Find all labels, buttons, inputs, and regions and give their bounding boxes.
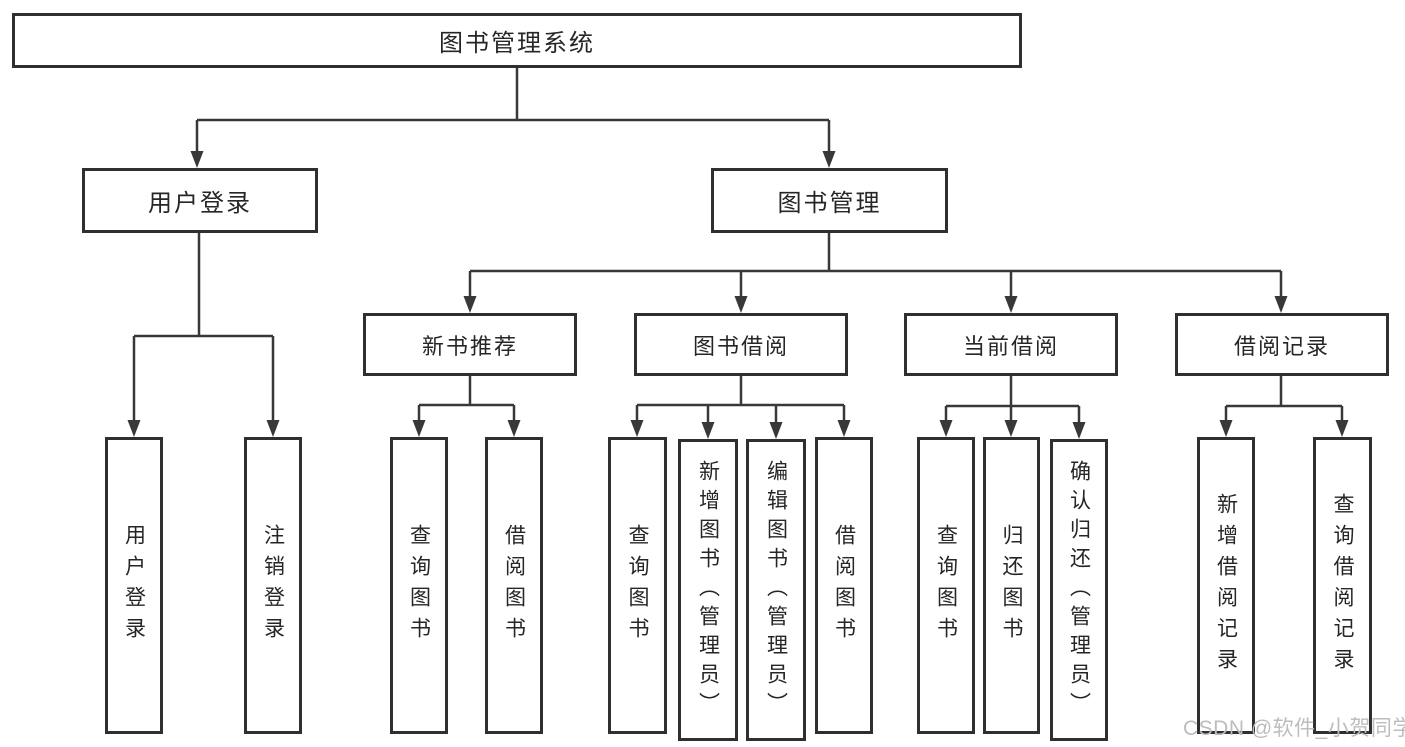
node-user-login: 用户登录 bbox=[82, 168, 318, 233]
arrowhead-down-icon bbox=[630, 420, 644, 437]
leaf-label: 归还图书 bbox=[1000, 523, 1023, 648]
arrowhead-down-icon bbox=[1072, 422, 1086, 439]
leaf-label: 确认归还（管理员） bbox=[1067, 459, 1091, 721]
arrowhead-down-icon bbox=[701, 422, 715, 439]
arrowhead-down-icon bbox=[1219, 420, 1233, 437]
arrowhead-down-icon bbox=[939, 420, 953, 437]
arrowhead-down-icon bbox=[1004, 420, 1018, 437]
node-book-management: 图书管理 bbox=[711, 168, 948, 233]
node-current-borrowing: 当前借阅 bbox=[904, 313, 1118, 376]
leaf-edit-books-admin: 编辑图书（管理员） bbox=[746, 439, 806, 741]
node-library-management-system: 图书管理系统 bbox=[12, 13, 1022, 68]
node-label: 当前借阅 bbox=[962, 333, 1059, 359]
node-label: 图书管理 bbox=[777, 190, 882, 217]
leaf-search-books-recommend: 查询图书 bbox=[390, 437, 448, 734]
leaf-user-login: 用户登录 bbox=[105, 437, 163, 734]
node-label: 图书管理系统 bbox=[439, 30, 595, 57]
leaf-search-borrow-record: 查询借阅记录 bbox=[1313, 437, 1372, 734]
leaf-add-borrow-record: 新增借阅记录 bbox=[1197, 437, 1255, 734]
leaf-label: 查询图书 bbox=[934, 523, 958, 648]
leaf-label: 新增图书（管理员） bbox=[696, 459, 720, 721]
leaf-borrow-books-recommend: 借阅图书 bbox=[485, 437, 543, 734]
node-borrowing-records: 借阅记录 bbox=[1175, 313, 1389, 376]
node-new-book-recommendation: 新书推荐 bbox=[363, 313, 577, 376]
arrowhead-down-icon bbox=[463, 296, 477, 313]
arrowhead-down-icon bbox=[190, 151, 204, 168]
arrowhead-down-icon bbox=[1004, 296, 1018, 313]
arrowhead-down-icon bbox=[1335, 420, 1349, 437]
arrowhead-down-icon bbox=[1274, 296, 1288, 313]
arrowhead-down-icon bbox=[837, 420, 851, 437]
node-label: 图书借阅 bbox=[692, 333, 789, 359]
arrowhead-down-icon bbox=[266, 420, 280, 437]
leaf-label: 查询图书 bbox=[626, 523, 649, 648]
leaf-label: 查询借阅记录 bbox=[1331, 492, 1354, 679]
leaf-label: 借阅图书 bbox=[502, 523, 526, 648]
arrowhead-down-icon bbox=[507, 420, 521, 437]
leaf-add-books-admin: 新增图书（管理员） bbox=[678, 439, 738, 741]
node-label: 用户登录 bbox=[148, 190, 252, 217]
leaf-confirm-return-admin: 确认归还（管理员） bbox=[1050, 439, 1108, 741]
leaf-label: 新增借阅记录 bbox=[1214, 492, 1238, 679]
arrowhead-down-icon bbox=[734, 296, 748, 313]
tree-branch-lines bbox=[132, 68, 1344, 425]
leaf-label: 注销登录 bbox=[261, 523, 285, 648]
arrowhead-down-icon bbox=[127, 420, 141, 437]
arrowhead-down-icon bbox=[412, 420, 426, 437]
leaf-label: 借阅图书 bbox=[832, 523, 856, 648]
arrowhead-down-icon bbox=[822, 151, 836, 168]
leaf-return-books: 归还图书 bbox=[983, 437, 1040, 734]
node-label: 新书推荐 bbox=[421, 333, 518, 359]
leaf-label: 查询图书 bbox=[407, 523, 431, 648]
csdn-watermark: CSDN @软件_小贺同学 bbox=[1183, 717, 1405, 740]
node-book-borrowing: 图书借阅 bbox=[634, 313, 848, 376]
leaf-label: 用户登录 bbox=[122, 523, 146, 648]
leaf-logout: 注销登录 bbox=[244, 437, 302, 734]
leaf-borrow-books: 借阅图书 bbox=[815, 437, 873, 734]
leaf-search-books-borrow: 查询图书 bbox=[608, 437, 667, 734]
leaf-search-books-current: 查询图书 bbox=[917, 437, 975, 734]
leaf-label: 编辑图书（管理员） bbox=[764, 459, 788, 721]
arrowhead-down-icon bbox=[769, 422, 783, 439]
node-label: 借阅记录 bbox=[1233, 333, 1330, 359]
